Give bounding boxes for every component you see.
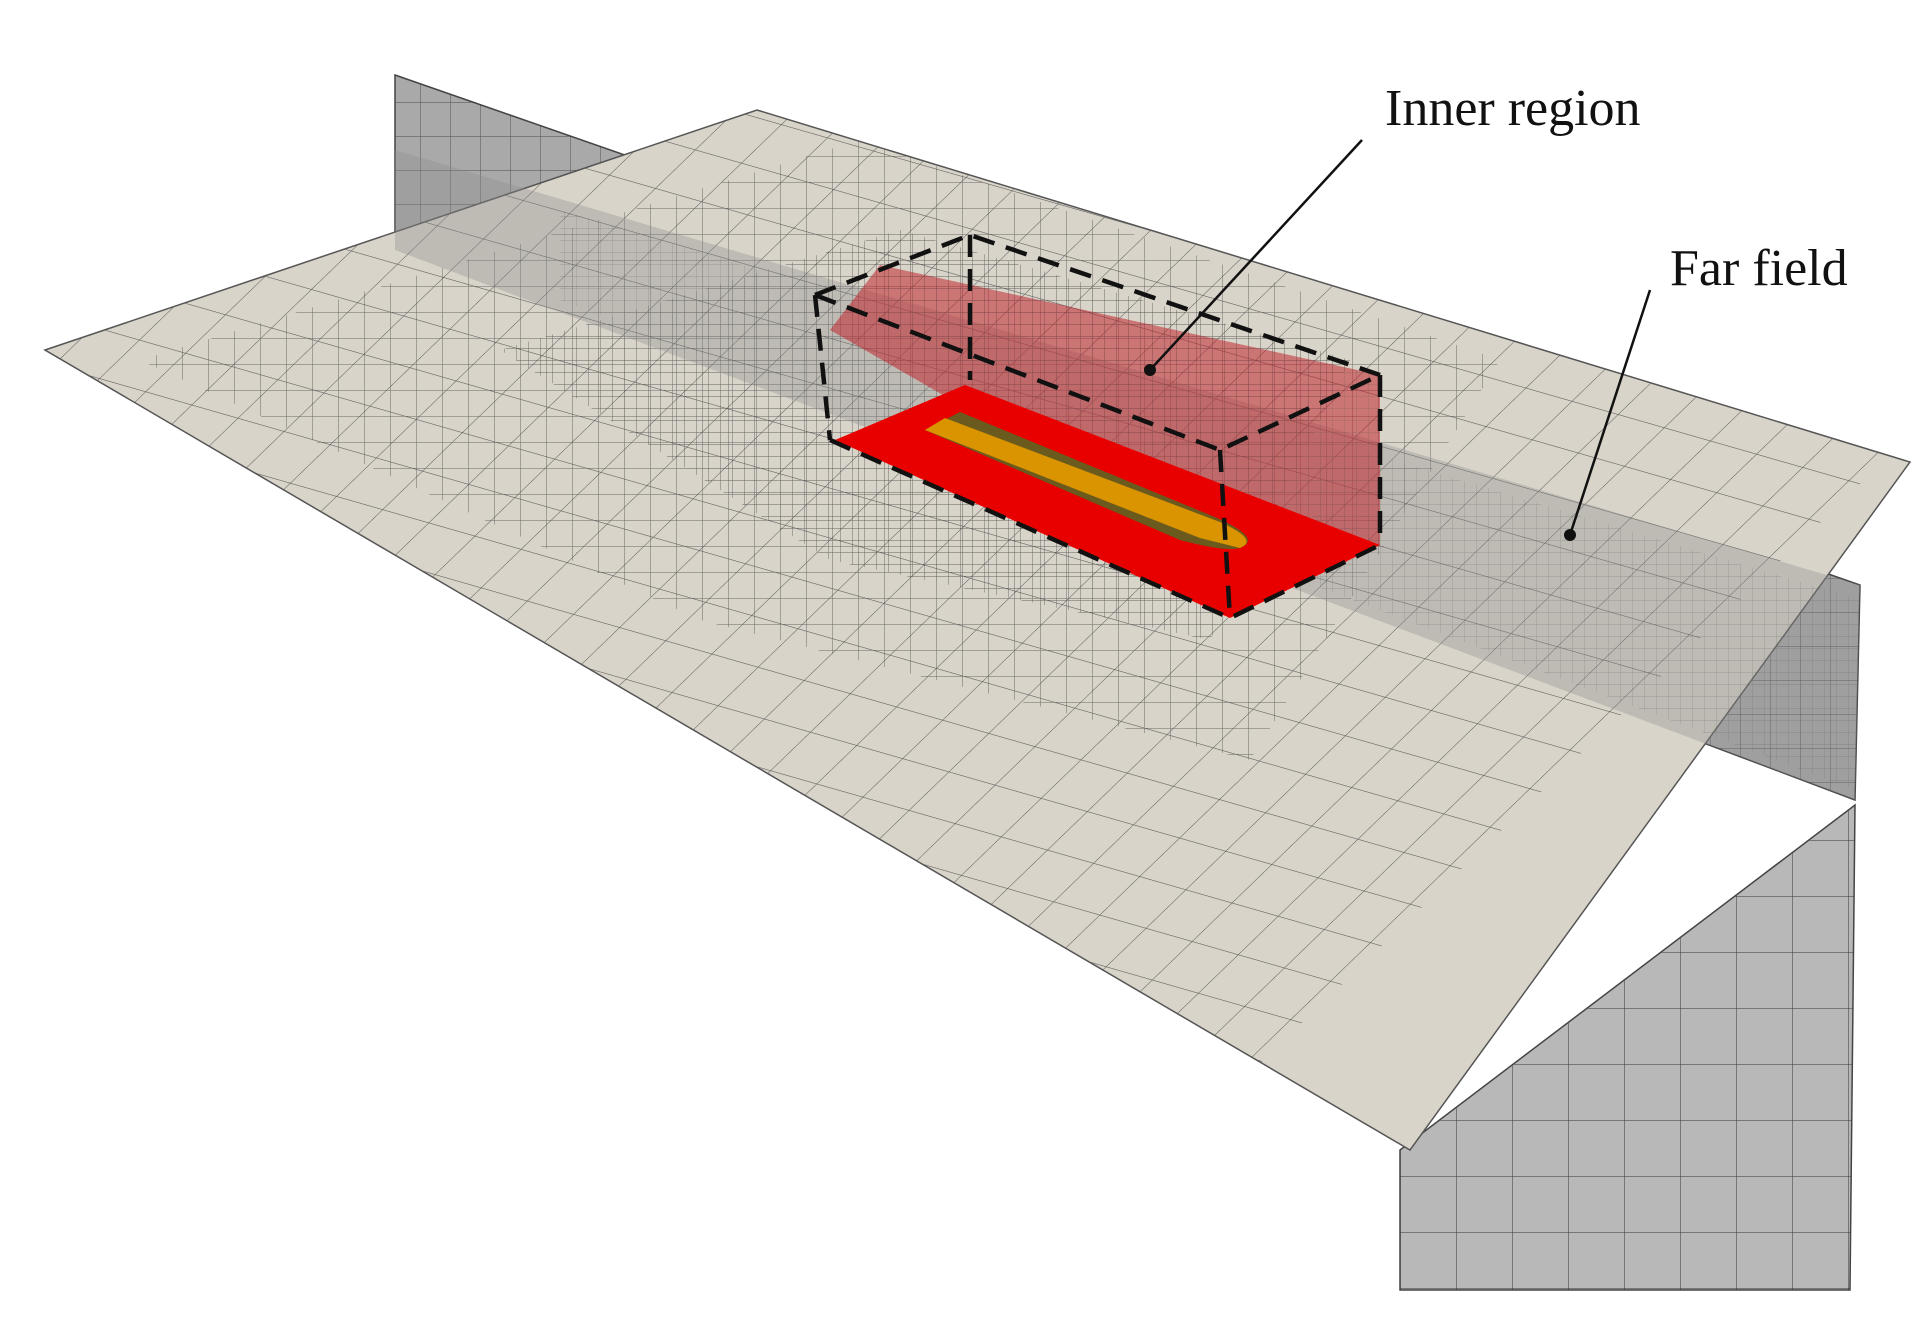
inner-region-annotation: Inner region [1144,80,1641,376]
far-field-annotation: Far field [1564,240,1848,541]
ship-hull [925,412,1248,549]
far-field-label: Far field [1670,240,1848,297]
inner-region [830,265,1380,618]
lower-vertical-plane [1399,803,1856,1291]
inner-region-box [812,232,1383,621]
inner-region-label: Inner region [1385,80,1641,137]
